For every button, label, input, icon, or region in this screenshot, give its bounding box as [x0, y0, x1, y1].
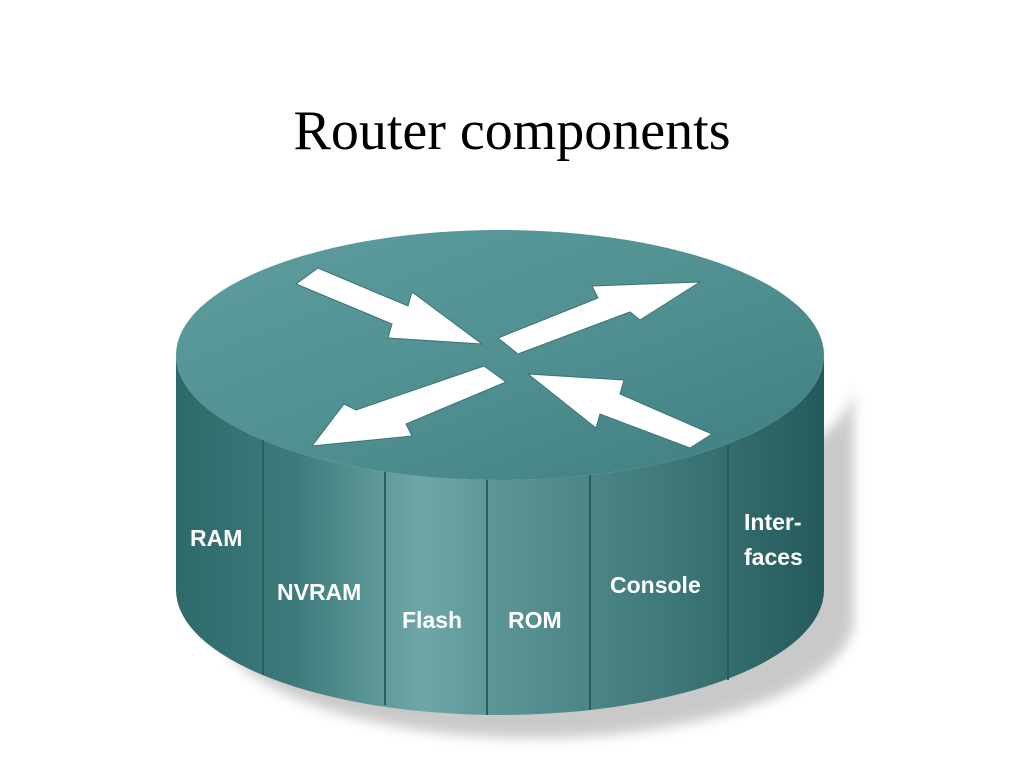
slide-title: Router components [293, 100, 731, 162]
segment-labels: RAM NVRAM Flash ROM Console Inter- faces [190, 509, 803, 633]
arrow-in-top-left-icon [294, 267, 484, 345]
label-interfaces-line2: faces [744, 544, 803, 570]
arrow-out-bottom-left-icon [310, 365, 508, 447]
label-nvram: NVRAM [277, 579, 361, 605]
label-interfaces-line1: Inter- [744, 509, 802, 535]
router-side [176, 355, 824, 715]
arrow-out-top-right-icon [497, 281, 702, 355]
segment-dividers [262, 440, 729, 715]
arrow-in-bottom-right-icon [526, 373, 714, 449]
label-console: Console [610, 572, 701, 598]
label-rom: ROM [508, 607, 562, 633]
router-arrows [294, 267, 714, 449]
label-ram: RAM [190, 525, 242, 551]
router-top [176, 230, 824, 480]
label-flash: Flash [402, 607, 462, 633]
